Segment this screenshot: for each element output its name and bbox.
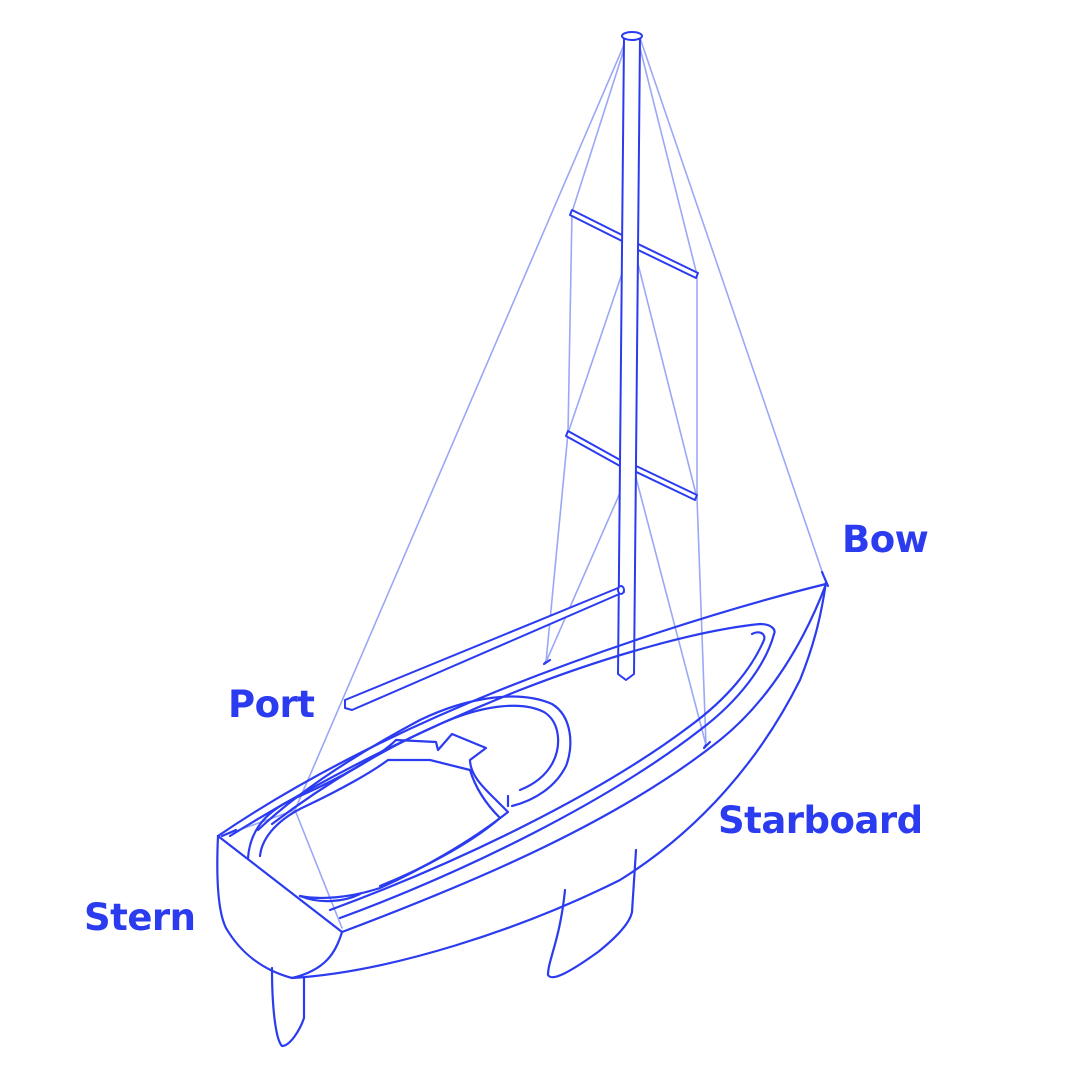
starboard-lower-shroud-line: [633, 247, 698, 499]
port-lower-shroud-line: [567, 249, 631, 434]
starboard-lower-shroud-2: [633, 469, 707, 746]
starboard-label: Starboard: [718, 799, 923, 842]
forestay-line: [639, 37, 826, 581]
port-lower-shroud-2: [545, 469, 631, 663]
chainplate-port: [542, 658, 552, 666]
backstay-lower-line: [294, 809, 343, 929]
deck-edge-starboard: [338, 632, 776, 920]
hull-outline: [216, 580, 828, 980]
spreaders: [565, 209, 699, 501]
mast: [617, 31, 643, 681]
port-sheer: [216, 582, 828, 838]
rigging: [221, 37, 826, 929]
cabin-outline: [256, 695, 572, 832]
bow-label: Bow: [842, 518, 929, 561]
boom: [344, 585, 625, 711]
transom: [216, 834, 344, 980]
fittings: [220, 570, 830, 838]
mast-body: [617, 37, 641, 681]
starboard-shroud-line: [637, 39, 707, 746]
boom-end: [617, 585, 625, 595]
hull: [216, 580, 828, 980]
toe-rail-starboard: [328, 631, 766, 912]
cockpit-seat: [298, 892, 362, 903]
cockpit-outline: [246, 732, 510, 900]
mast-head: [621, 31, 643, 41]
upper-spreader-starboard: [631, 241, 699, 279]
starboard-sheer: [340, 582, 828, 934]
chainplate-starboard: [702, 740, 712, 750]
port-label: Port: [228, 683, 315, 726]
cockpit-inner: [258, 758, 502, 888]
deck-edge-port: [228, 622, 776, 838]
boom-body: [344, 587, 625, 711]
lower-spreader-port: [565, 430, 623, 467]
rudder: [270, 966, 306, 1048]
port-shroud-line: [545, 39, 628, 663]
keel: [546, 848, 638, 979]
bow-fitting: [820, 570, 830, 588]
stern-fitting: [220, 828, 238, 838]
underwater-fins: [270, 848, 638, 1048]
upper-spreader-port: [569, 209, 629, 244]
stern-label: Stern: [84, 896, 196, 939]
